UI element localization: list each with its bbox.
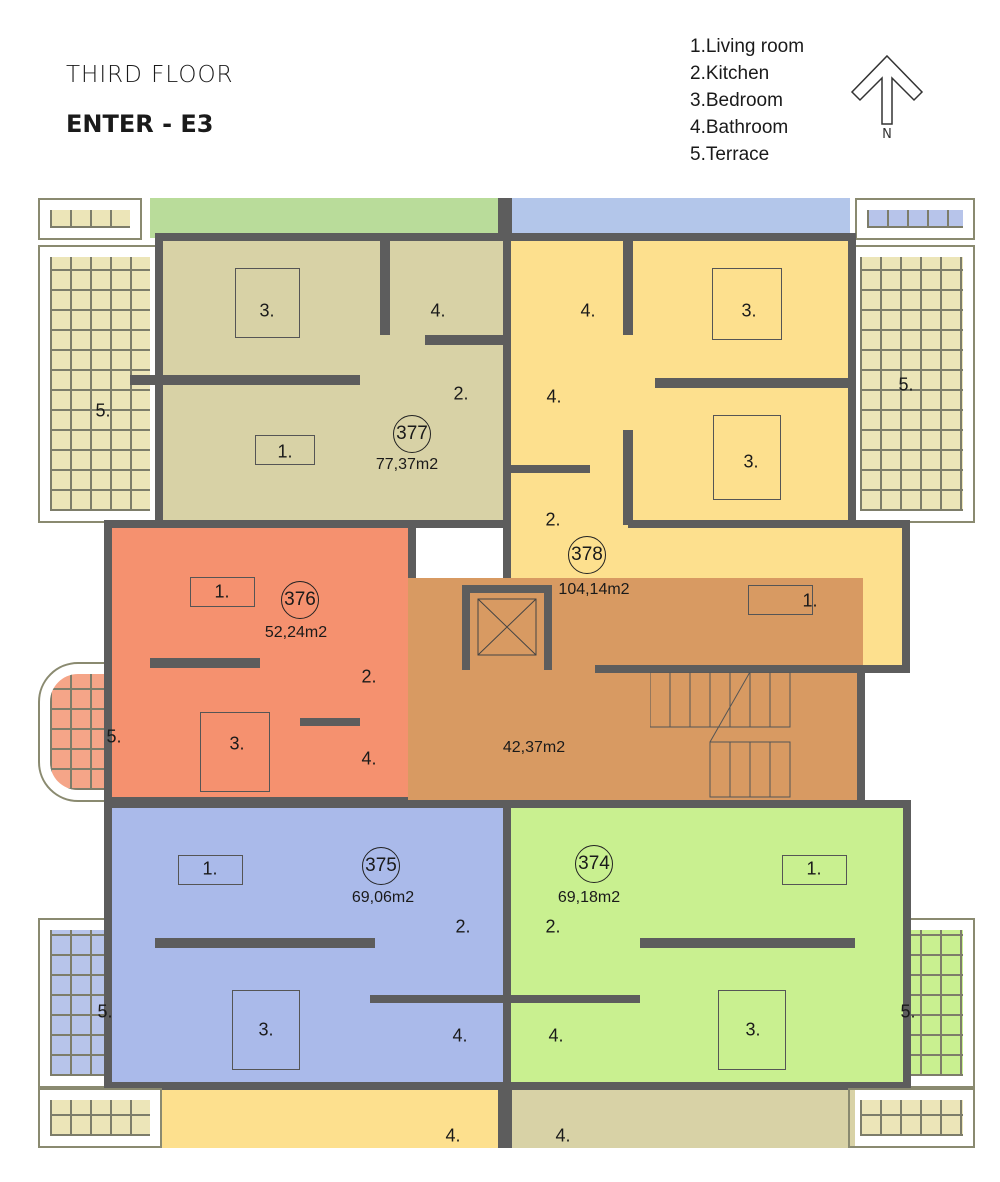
terrace-top-left bbox=[38, 198, 142, 240]
wall bbox=[623, 240, 633, 335]
partial-room-top bbox=[150, 198, 505, 238]
entrance-label: ENTER - E3 bbox=[66, 110, 214, 138]
room-label-living: 1. bbox=[802, 590, 818, 611]
room-label-bathroom: 4. bbox=[548, 1025, 564, 1046]
elevator-icon bbox=[477, 598, 537, 656]
wall bbox=[370, 995, 505, 1003]
unit-area-375: 69,06m2 bbox=[351, 889, 415, 906]
unit-area-377: 77,37m2 bbox=[375, 456, 439, 473]
wall bbox=[300, 718, 360, 726]
wall bbox=[510, 995, 640, 1003]
unit-number-377: 377 bbox=[393, 415, 431, 453]
room-label-bedroom: 3. bbox=[229, 733, 245, 754]
room-label-bedroom: 3. bbox=[745, 1019, 761, 1040]
table bbox=[190, 577, 255, 607]
bed bbox=[718, 990, 786, 1070]
room-label-terrace: 5. bbox=[898, 374, 914, 395]
wall bbox=[425, 335, 505, 345]
staircase-icon bbox=[650, 672, 791, 798]
partial-room-bottom bbox=[510, 1090, 855, 1148]
room-label-bathroom: 4. bbox=[445, 1125, 461, 1146]
wall bbox=[380, 240, 390, 335]
room-label-bedroom: 3. bbox=[741, 300, 757, 321]
terrace-top-right bbox=[855, 198, 975, 240]
wall bbox=[150, 658, 260, 668]
room-label-terrace: 5. bbox=[900, 1001, 916, 1022]
room-label-bedroom: 3. bbox=[258, 1019, 274, 1040]
room-label-terrace: 5. bbox=[97, 1001, 113, 1022]
room-label-bathroom: 4. bbox=[361, 748, 377, 769]
room-label-bathroom: 4. bbox=[452, 1025, 468, 1046]
room-label-terrace: 5. bbox=[95, 400, 111, 421]
room-label-terrace: 5. bbox=[106, 726, 122, 747]
wall bbox=[130, 375, 360, 385]
room-label-kitchen: 2. bbox=[545, 509, 561, 530]
table bbox=[178, 855, 243, 885]
room-label-living: 1. bbox=[202, 858, 218, 879]
room-label-living: 1. bbox=[806, 858, 822, 879]
wall bbox=[498, 1085, 512, 1148]
bed bbox=[713, 415, 781, 500]
wall bbox=[655, 378, 855, 388]
page-title: THIRD FLOOR bbox=[66, 62, 234, 88]
legend-item: 1.Living room bbox=[690, 36, 805, 57]
wall bbox=[498, 198, 512, 240]
unit-number-378: 378 bbox=[568, 536, 606, 574]
unit-number-376: 376 bbox=[281, 581, 319, 619]
room-label-bathroom: 4. bbox=[430, 300, 446, 321]
bed bbox=[235, 268, 300, 338]
unit-number-374: 374 bbox=[575, 845, 613, 883]
partial-room-bottom bbox=[162, 1090, 505, 1148]
bed bbox=[712, 268, 782, 340]
wall bbox=[155, 938, 375, 948]
bed bbox=[232, 990, 300, 1070]
legend-item: 4.Bathroom bbox=[690, 117, 789, 138]
table bbox=[782, 855, 847, 885]
compass-label: N bbox=[882, 127, 892, 142]
table bbox=[748, 585, 813, 615]
legend-item: 5.Terrace bbox=[690, 144, 770, 165]
table bbox=[255, 435, 315, 465]
room-label-bedroom: 3. bbox=[743, 451, 759, 472]
room-label-living: 1. bbox=[277, 441, 293, 462]
room-legend: 1.Living room 2.Kitchen 3.Bedroom 4.Bath… bbox=[690, 33, 804, 168]
wall bbox=[640, 938, 855, 948]
room-label-kitchen: 2. bbox=[453, 383, 469, 404]
room-label-bedroom: 3. bbox=[259, 300, 275, 321]
room-label-bathroom: 4. bbox=[555, 1125, 571, 1146]
wall bbox=[510, 465, 590, 473]
terrace-bottom-right bbox=[848, 1088, 975, 1148]
terrace-bottom-left bbox=[38, 1088, 162, 1148]
unit-number-375: 375 bbox=[362, 847, 400, 885]
room-label-living: 1. bbox=[214, 581, 230, 602]
partial-room-top bbox=[510, 198, 850, 238]
hall-area: 42,37m2 bbox=[502, 739, 566, 756]
bed bbox=[200, 712, 270, 792]
north-arrow-icon: N bbox=[850, 54, 924, 142]
legend-item: 2.Kitchen bbox=[690, 63, 770, 84]
room-label-bathroom: 4. bbox=[580, 300, 596, 321]
room-label-kitchen: 2. bbox=[455, 916, 471, 937]
unit-area-374: 69,18m2 bbox=[557, 889, 621, 906]
wall bbox=[623, 430, 633, 525]
room-label-bathroom: 4. bbox=[546, 386, 562, 407]
room-label-kitchen: 2. bbox=[361, 666, 377, 687]
unit-area-378: 104,14m2 bbox=[558, 581, 630, 598]
elevator-shaft bbox=[462, 585, 552, 670]
room-label-kitchen: 2. bbox=[545, 916, 561, 937]
unit-area-376: 52,24m2 bbox=[264, 624, 328, 641]
terrace-378 bbox=[848, 245, 975, 523]
legend-item: 3.Bedroom bbox=[690, 90, 783, 111]
